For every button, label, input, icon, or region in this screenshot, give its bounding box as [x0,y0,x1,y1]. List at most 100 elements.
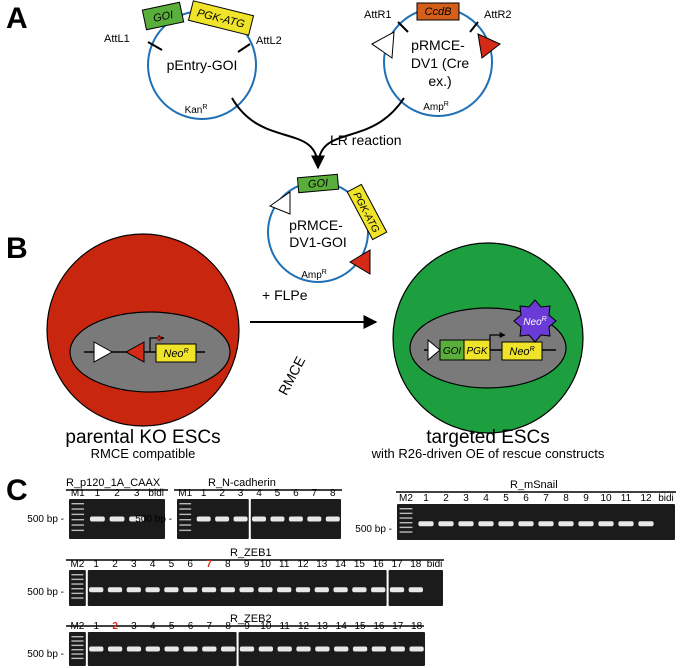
ladder-band [71,649,84,651]
pcr-band [220,587,235,593]
pcr-band [307,516,322,522]
frt-white-triangle [371,31,395,59]
panel-b-label: B [6,232,28,265]
pcr-band [333,587,348,593]
attr1-site [397,21,409,33]
lane-label: 1 [95,488,101,499]
pcr-band [352,587,367,593]
ccdb-label: CcdB [425,6,452,18]
targeted-cell-subtitle: with R26-driven OE of rescue constructs [371,446,605,461]
bp-marker-label: 500 bp - [135,514,172,525]
lane-label: 12 [640,493,652,504]
gel-image [238,632,425,666]
lr-arc-right [311,97,405,170]
pcr-band [239,587,254,593]
excised-neo-star [513,299,557,343]
lane-label: 3 [131,559,137,570]
parental-neo-box [155,343,197,363]
lane-label: 8 [225,621,231,632]
lane-label: M2 [399,493,413,504]
lane-label: 2 [112,559,118,570]
targeted-neo-label: NeoR [509,346,534,358]
gel-title: R_N-cadherin [208,477,276,489]
frt-red-triangle [477,33,501,59]
pcr-band [109,516,125,522]
product-goi-label: GOI [308,177,329,191]
parental-red-triangle [124,341,145,363]
targeted-cell-title: targeted ESCs [426,427,550,448]
lane-label: 7 [207,621,213,632]
lane-label: 6 [187,559,193,570]
ladder-band [179,508,192,510]
lane-label: 7 [543,493,549,504]
attl2-site [237,43,251,53]
goi-label: GOI [152,9,174,25]
pcr-band [578,521,594,527]
lane-label: 2 [114,488,120,499]
attr1-label: AttR1 [364,9,392,21]
parental-cell: × NeoR [46,233,240,427]
pcr-band [598,521,614,527]
parental-white-triangle [93,341,114,363]
lane-label: 2 [443,493,449,504]
lane-label: 12 [297,559,309,570]
pcr-band [215,516,230,522]
pcr-band [618,521,634,527]
parental-neo-label: NeoR [163,348,188,360]
ladder-band [179,503,192,505]
lane-label: M1 [71,488,85,499]
ladder-band [71,583,84,585]
ladder-band [71,524,85,526]
pcr-band [518,521,534,527]
pcr-band [201,587,217,593]
lane-label: M2 [70,621,84,632]
ladder-band [179,519,192,521]
lane-label: 6 [523,493,529,504]
lane-label: 15 [354,621,366,632]
lane-label: 3 [131,621,137,632]
panel-c-label: C [6,474,28,507]
excised-neo-label: NeoR [523,316,546,328]
ladder-band [71,519,85,521]
attr2-site [469,21,479,33]
ladder-band [399,517,413,519]
targeted-cell: GOI PGK NeoR NeoR [392,242,584,434]
pcr-band [409,646,424,652]
lane-label: M2 [70,559,84,570]
lr-arc-left [231,97,319,169]
lane-label: M1 [178,488,192,499]
lane-label: 5 [503,493,509,504]
ladder-band [71,588,84,590]
plasmid-product: GOI PGK-ATG pRMCE- DV1-GOI AmpR [267,173,388,283]
targeted-neo-box [501,341,543,361]
ladder-band [179,513,192,516]
bp-marker-label: 500 bp - [27,514,64,525]
plasmid-dest-name-2: DV1 (Cre [411,55,470,71]
pcr-band [418,521,434,527]
lane-label: 6 [293,488,299,499]
lane-label: 6 [188,621,194,632]
pcr-band [145,646,160,652]
kan-resistance-label: KanR [185,104,208,116]
product-white-triangle [268,191,291,215]
lane-label: 16 [373,621,385,632]
ladder-band [71,597,84,599]
pcr-band [107,646,123,652]
ladder-band [399,508,413,510]
pcr-band [325,516,340,522]
lane-label: 5 [169,621,175,632]
pcr-band [233,516,248,522]
ladder-band [71,574,84,576]
lane-label: 13 [316,559,328,570]
lane-label: 4 [150,621,156,632]
lane-label: 10 [260,559,272,570]
attl2-label: AttL2 [256,35,282,47]
lane-label: 16 [373,559,385,570]
gel-image [177,499,249,539]
gel-image [87,570,387,606]
amp-resistance-label: AmpR [423,101,449,113]
gel-title: R_p120_1A_CAAX [66,477,161,489]
pcr-band [202,646,217,652]
